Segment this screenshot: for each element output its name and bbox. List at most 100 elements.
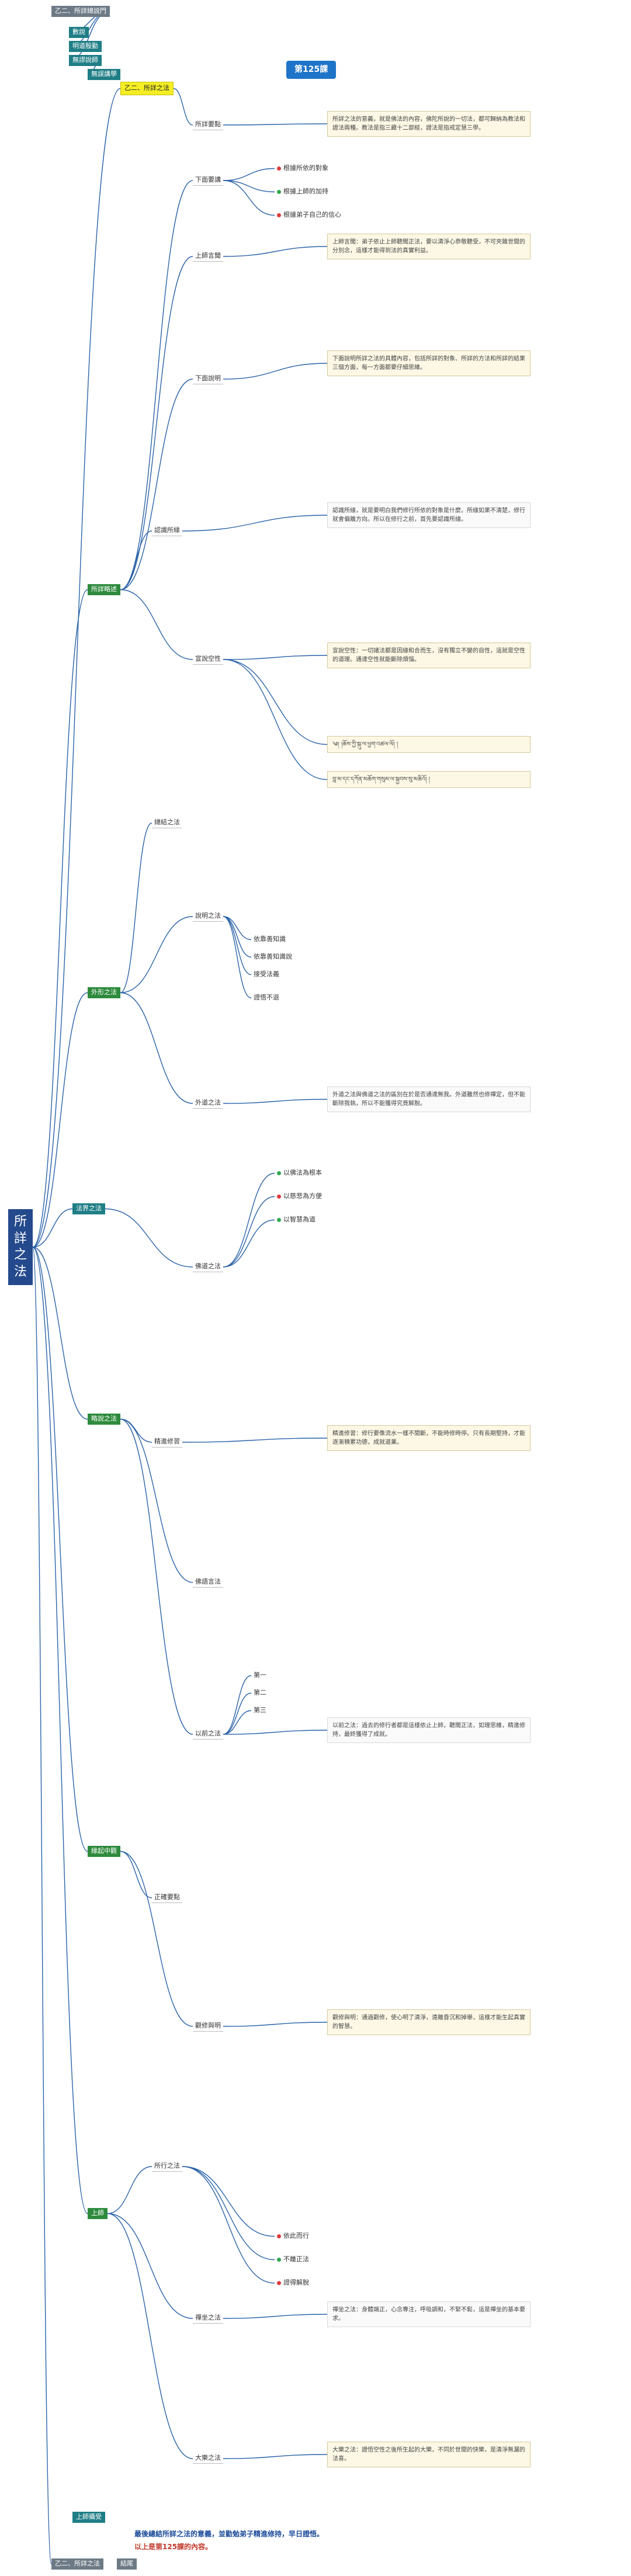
- branch-g[interactable]: 乙二、所詳之法: [51, 2558, 103, 2570]
- connector-40: [223, 1675, 252, 1735]
- branch-a[interactable]: 所詳略述: [88, 584, 120, 595]
- connector-47: [223, 246, 328, 257]
- leaf-l15[interactable]: 不離正法: [275, 2255, 311, 2265]
- connector-49: [182, 515, 328, 532]
- leaf-l4[interactable]: 依靠善知識: [254, 935, 286, 943]
- branch-d[interactable]: 略說之法: [88, 1414, 120, 1425]
- leaf-l8[interactable]: 以佛法為根本: [275, 1168, 324, 1178]
- main-branch[interactable]: 乙二、所詳之法: [120, 82, 174, 95]
- heading-h16[interactable]: 所行之法: [152, 2161, 182, 2172]
- leaf-l2[interactable]: 根據上師的加持: [275, 187, 331, 197]
- connector-55: [223, 1730, 328, 1735]
- connector-52: [223, 659, 328, 780]
- leaf-l6[interactable]: 接受法義: [254, 970, 279, 978]
- connector-25: [120, 1851, 152, 1898]
- branch-e[interactable]: 緣起中觀: [88, 1846, 120, 1857]
- breadcrumb-1[interactable]: 數說: [69, 27, 89, 38]
- bottom-red-note: 以上是第125課的內容。: [134, 2543, 213, 2551]
- connector-21: [105, 1208, 193, 1268]
- heading-h5[interactable]: 認識所緣: [152, 526, 182, 536]
- heading-h14[interactable]: 正確要點: [152, 1893, 182, 1903]
- heading-h13[interactable]: 以前之法: [193, 1729, 223, 1740]
- green-dot-icon: [277, 2257, 281, 2262]
- heading-h17[interactable]: 禪坐之法: [193, 2313, 223, 2324]
- red-dot-icon: [277, 2234, 281, 2238]
- leaf-l5[interactable]: 依靠善知識說: [254, 953, 292, 960]
- connector-48: [223, 363, 328, 380]
- connector-44: [182, 2166, 275, 2261]
- breadcrumb-2[interactable]: 明道殷勤: [69, 41, 102, 52]
- heading-h9[interactable]: 外道之法: [193, 1098, 223, 1109]
- heading-h8[interactable]: 說明之法: [193, 911, 223, 922]
- connector-28: [107, 2213, 193, 2319]
- branch-b[interactable]: 外形之法: [88, 987, 120, 998]
- heading-h15[interactable]: 觀修與明: [193, 2021, 223, 2032]
- footer-2[interactable]: 結尾: [117, 2558, 137, 2570]
- leaf-l11[interactable]: 第一: [254, 1671, 266, 1679]
- heading-h4[interactable]: 下面說明: [193, 374, 223, 384]
- leaf-l10[interactable]: 以智慧為道: [275, 1215, 318, 1225]
- connector-38: [223, 1196, 275, 1268]
- heading-h2[interactable]: 下面要講: [193, 175, 223, 186]
- red-dot-icon: [277, 166, 281, 171]
- leaf-l9-label: 以慈悲為方便: [283, 1192, 322, 1200]
- green-dot-icon: [277, 1171, 281, 1175]
- connector-14: [120, 256, 193, 591]
- note-n2: 上師言聞：弟子依止上師聽聞正法，要以清淨心恭敬聽受，不可夾雜世間的分別念，這樣才…: [327, 234, 531, 259]
- note-n9: 觀修與明：通過觀修，使心明了清淨，遠離昏沉和掉舉，這樣才能生起真實的智慧。: [327, 2009, 531, 2035]
- red-dot-icon: [277, 1194, 281, 1199]
- leaf-l10-label: 以智慧為道: [283, 1216, 316, 1223]
- connector-24: [120, 1418, 193, 1735]
- connector-23: [120, 1418, 193, 1583]
- root-node[interactable]: 所 詳 之 法: [8, 1209, 33, 1286]
- branch-c[interactable]: 法界之法: [72, 1203, 105, 1214]
- connector-2: [32, 1208, 73, 1248]
- heading-h1[interactable]: 所詳要點: [193, 120, 223, 130]
- leaf-l7[interactable]: 證悟不退: [254, 994, 279, 1001]
- connector-15: [120, 379, 193, 591]
- connector-51: [223, 659, 328, 745]
- connector-29: [107, 2213, 193, 2459]
- leaf-l14[interactable]: 依此而行: [275, 2231, 311, 2241]
- connector-0: [32, 589, 88, 1248]
- heading-h11[interactable]: 精進修習: [152, 1437, 182, 1447]
- connector-37: [223, 1172, 275, 1268]
- heading-h6[interactable]: 宣說空性: [193, 654, 223, 665]
- leaf-l3[interactable]: 根據弟子自己的信心: [275, 210, 344, 220]
- breadcrumb-4[interactable]: 無誤講學: [88, 69, 120, 80]
- leaf-l15-label: 不離正法: [283, 2255, 309, 2263]
- connector-20: [120, 992, 193, 1104]
- connector-58: [223, 2454, 328, 2459]
- leaf-l1[interactable]: 根據所依的對象: [275, 164, 331, 173]
- heading-h18[interactable]: 大樂之法: [193, 2453, 223, 2464]
- leaf-l12[interactable]: 第二: [254, 1689, 266, 1696]
- leaf-l2-label: 根據上師的加持: [283, 188, 328, 195]
- leaf-l8-label: 以佛法為根本: [283, 1169, 322, 1176]
- connector-4: [32, 1247, 88, 1852]
- red-dot-icon: [277, 213, 281, 217]
- connector-36: [223, 916, 252, 999]
- note-n4: 認識所緣，就是要明白我們修行所依的對象是什麼。所緣如果不清楚，修行就會偏離方向。…: [327, 502, 531, 528]
- leaf-l16[interactable]: 證得解脫: [275, 2278, 311, 2288]
- heading-h12[interactable]: 佛語言法: [193, 1577, 223, 1588]
- connector-54: [182, 1438, 328, 1443]
- leaf-l16-label: 證得解脫: [283, 2279, 309, 2286]
- note-n1: 所詳之法的意義，就是佛法的內容，佛陀所說的一切法，都可歸納為教法和證法兩種。教法…: [327, 111, 531, 137]
- footer-1[interactable]: 上師攝受: [72, 2512, 105, 2523]
- leaf-l9[interactable]: 以慈悲為方便: [275, 1192, 324, 1202]
- connector-31: [223, 180, 275, 193]
- connector-22: [120, 1418, 152, 1443]
- leaf-l13[interactable]: 第三: [254, 1706, 266, 1714]
- breadcrumb-0[interactable]: 乙二、所詳總説門: [51, 6, 110, 17]
- connector-46: [223, 123, 328, 126]
- heading-h10[interactable]: 佛道之法: [193, 1262, 223, 1272]
- heading-h7[interactable]: 總結之法: [152, 818, 182, 828]
- leaf-l14-label: 依此而行: [283, 2232, 309, 2240]
- note-n6: 外道之法與佛道之法的區別在於是否通達無我。外道雖然也修禪定，但不能斷除我執，所以…: [327, 1086, 531, 1112]
- heading-h3[interactable]: 上師言聞: [193, 251, 223, 262]
- branch-f[interactable]: 上師: [88, 2208, 108, 2219]
- connector-12: [173, 88, 193, 126]
- breadcrumb-3[interactable]: 無謬說師: [69, 55, 102, 66]
- connector-18: [120, 822, 152, 994]
- connector-39: [223, 1219, 275, 1268]
